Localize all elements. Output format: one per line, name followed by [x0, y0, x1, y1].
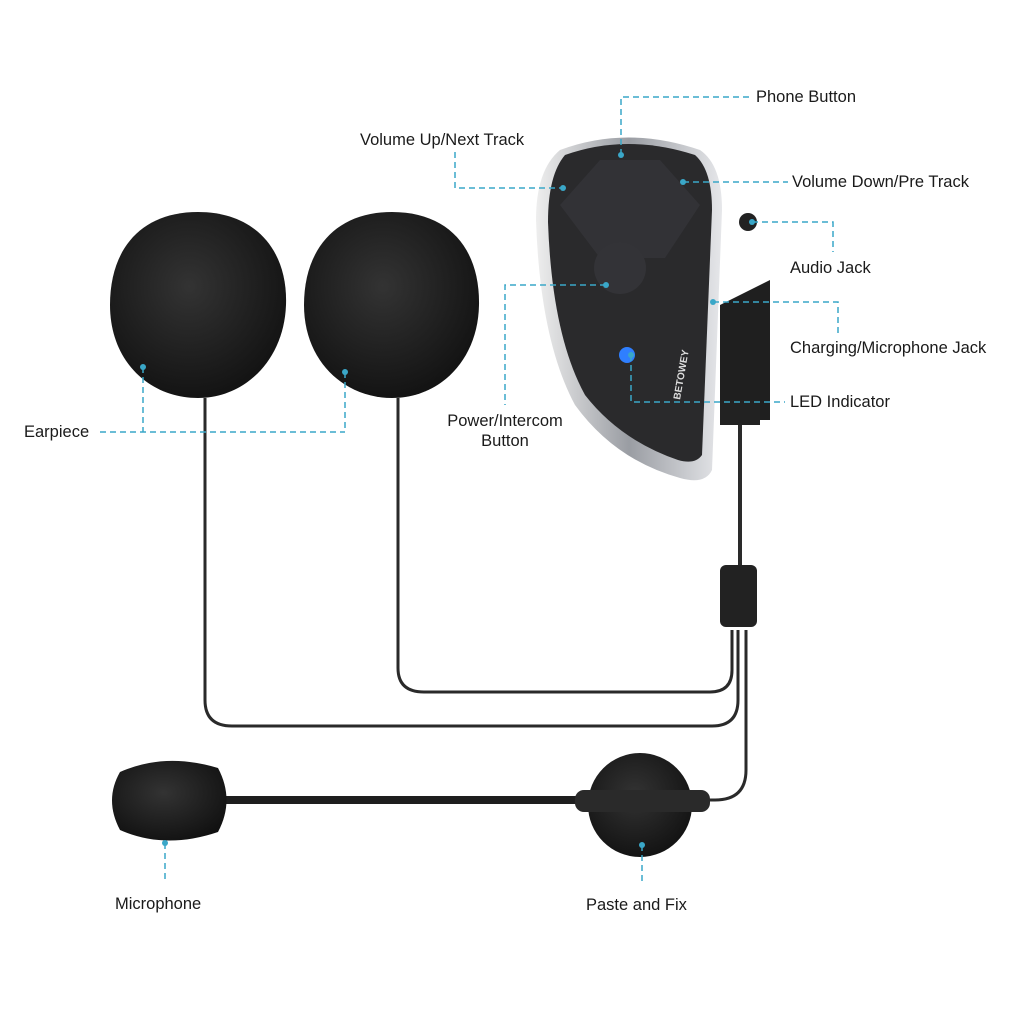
leader-volume-up	[454, 152, 563, 189]
cable-splitter	[720, 565, 757, 627]
earpiece-left	[110, 212, 287, 398]
label-charging-jack: Charging/Microphone Jack	[790, 339, 987, 357]
earpiece-left-cable	[203, 398, 740, 728]
label-power-line2: Button	[481, 432, 529, 450]
earpiece-right	[304, 212, 480, 398]
label-led-indicator: LED Indicator	[790, 393, 890, 411]
label-power-line1: Power/Intercom	[447, 412, 563, 430]
label-audio-jack: Audio Jack	[790, 259, 871, 277]
leader-led	[630, 355, 785, 403]
leader-audio-jack	[752, 221, 834, 252]
leader-dots	[140, 152, 755, 848]
leader-earpiece	[100, 367, 346, 433]
label-phone-button: Phone Button	[756, 88, 856, 106]
label-microphone: Microphone	[115, 895, 202, 913]
mic-foam	[112, 760, 227, 841]
label-paste-fix: Paste and Fix	[586, 896, 687, 914]
leader-charging	[713, 301, 839, 334]
mic-cable	[700, 630, 748, 802]
headset-device: BETOWEY	[536, 137, 770, 481]
leader-lines	[100, 96, 839, 885]
leader-phone	[620, 96, 750, 155]
label-volume-up: Volume Up/Next Track	[360, 131, 525, 149]
label-earpiece: Earpiece	[24, 423, 90, 441]
cables	[203, 398, 748, 802]
label-power-intercom: Power/Intercom Button	[430, 411, 580, 451]
leader-power	[504, 284, 606, 405]
earpiece-right-cable	[396, 398, 734, 694]
mic-collar	[575, 790, 710, 812]
label-volume-down: Volume Down/Pre Track	[792, 173, 969, 191]
